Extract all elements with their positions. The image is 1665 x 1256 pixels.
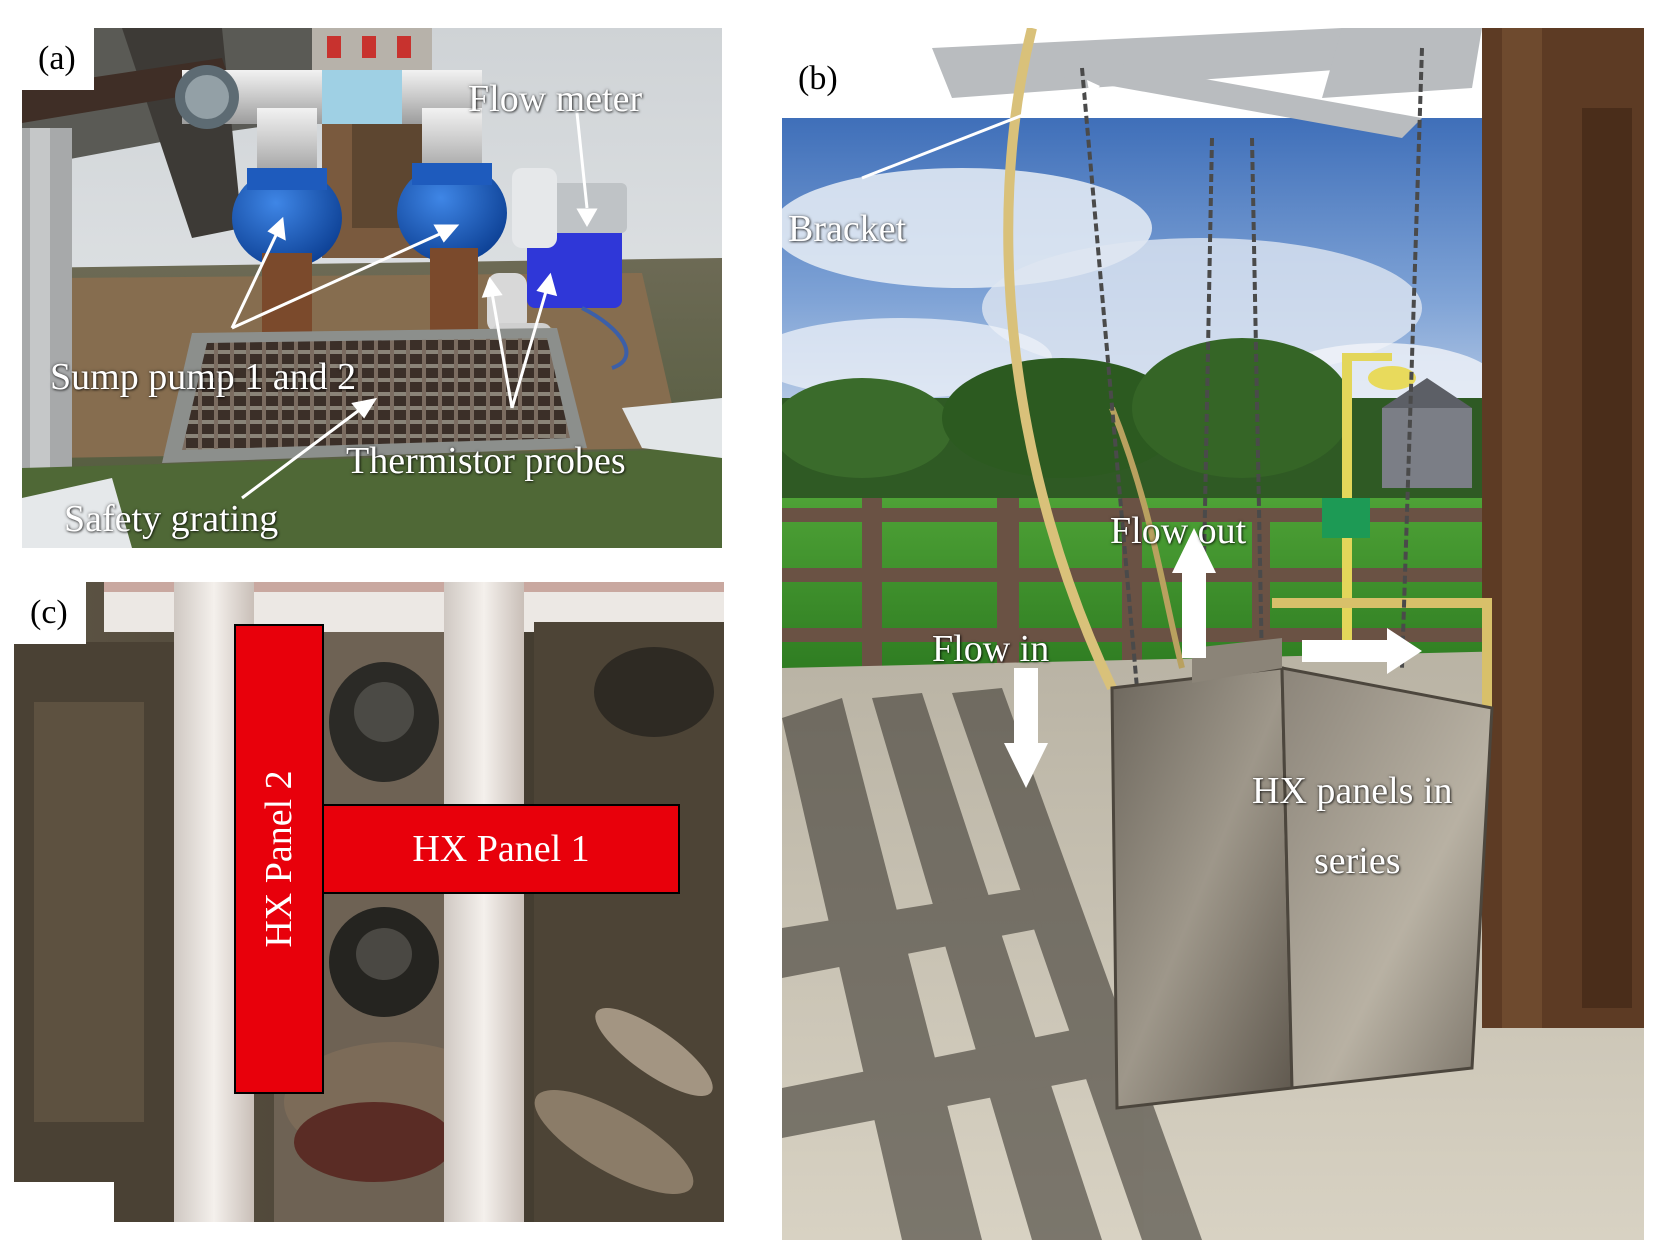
panel-a-letter: (a) (22, 28, 94, 90)
sump-pit-close-up-photo (14, 582, 724, 1222)
sump-pit-photo (22, 28, 722, 548)
flow-in-label: Flow in (932, 628, 1050, 670)
hx-panels-series-label-line1: HX panels in (1252, 770, 1453, 812)
hx-panel-1-marker: HX Panel 1 (322, 804, 680, 894)
panel-b-arrows (861, 80, 1422, 788)
hx-panels-series-label-line2: series (1314, 840, 1401, 882)
flow-meter-label: Flow meter (468, 78, 643, 120)
photo-panel-a: (a) Flow meter Sump pump 1 and 2 Thermis… (22, 28, 722, 548)
photo-panel-c: (c) HX Panel 2 HX Panel 1 (14, 582, 724, 1222)
hx-panel-1-label: HX Panel 1 (412, 828, 590, 870)
panel-b-letter: (b) (782, 48, 856, 110)
panel-c-letter: (c) (14, 582, 86, 644)
panel-a-arrows (230, 112, 598, 500)
photo-panel-b: (b) Bracket Flow out Flow in HX panels i… (782, 28, 1644, 1240)
hx-panels-outdoor-photo (782, 28, 1644, 1240)
bracket-frame (932, 28, 1482, 138)
flow-out-label: Flow out (1110, 510, 1247, 552)
hx-panel-2-label: HX Panel 2 (258, 770, 300, 948)
hx-panel-2-marker: HX Panel 2 (234, 624, 324, 1094)
thermistor-probes-label: Thermistor probes (346, 440, 626, 482)
safety-grating-label: Safety grating (64, 498, 279, 540)
bracket-label: Bracket (788, 208, 907, 250)
sump-pumps-label: Sump pump 1 and 2 (50, 356, 357, 398)
